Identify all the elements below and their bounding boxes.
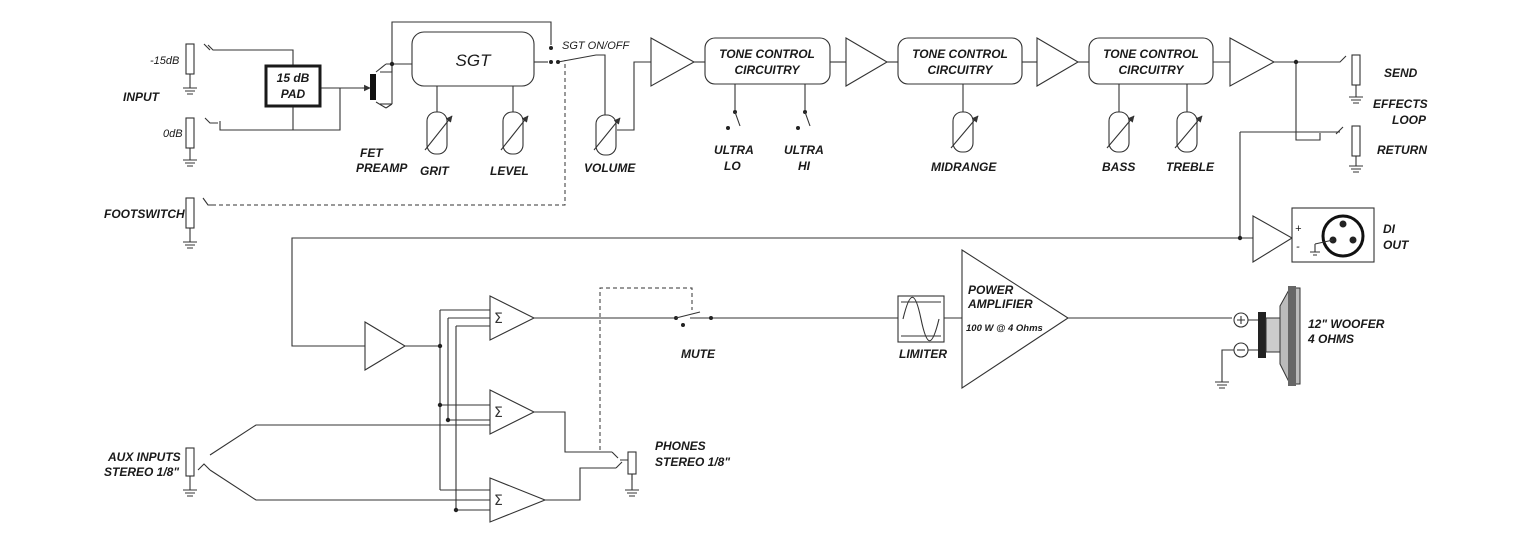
woofer-label-1: 12" WOOFER (1308, 317, 1385, 331)
ultra-lo-switch[interactable]: ULTRA LO (714, 110, 754, 173)
sigma-1: Σ (494, 311, 503, 327)
tone1-label-2: CIRCUITRY (734, 63, 800, 77)
node (437, 343, 443, 349)
volume-knob[interactable]: VOLUME (584, 114, 636, 175)
label-0db: 0dB (163, 128, 183, 140)
pad-label-1: 15 dB (277, 71, 310, 85)
power-label-1: POWER (968, 283, 1014, 297)
power-amplifier: POWER AMPLIFIER 100 W @ 4 Ohms (961, 248, 1070, 390)
fet-preamp: FET PREAMP (356, 63, 408, 175)
grit-label: GRIT (420, 164, 450, 178)
woofer-speaker (1233, 286, 1301, 386)
sigma-2: Σ (494, 405, 503, 421)
woofer-label-2: 4 OHMS (1307, 332, 1354, 346)
limiter-label: LIMITER (899, 347, 947, 361)
di-plus: + (1295, 223, 1302, 235)
di-out: + - DI OUT (1252, 207, 1410, 263)
effects-label-1: EFFECTS (1373, 97, 1428, 111)
pad-block: 15 dB PAD (264, 64, 322, 108)
node (453, 507, 459, 513)
limiter-block: LIMITER (897, 295, 947, 361)
sgt-label: SGT (456, 51, 493, 70)
input-jack-tip (203, 43, 211, 51)
return-label: RETURN (1377, 143, 1427, 157)
ultra-hi-switch[interactable]: ULTRA HI (784, 110, 824, 173)
tone3-label-2: CIRCUITRY (1118, 63, 1184, 77)
node (437, 402, 443, 408)
xlr-connector-icon[interactable] (1321, 214, 1365, 258)
di-label-2: OUT (1383, 238, 1410, 252)
pad-label-2: PAD (281, 87, 306, 101)
tone2-label-1: TONE CONTROL (912, 47, 1008, 61)
label-footswitch: FOOTSWITCH (104, 207, 185, 221)
sgt-block: SGT (411, 31, 535, 87)
aux-input-jack[interactable] (183, 447, 211, 497)
ultra-hi-label-1: ULTRA (784, 143, 824, 157)
summer-phones-right: Σ (489, 477, 547, 523)
di-label-1: DI (1383, 222, 1396, 236)
di-minus: - (1296, 241, 1300, 253)
power-label-2: AMPLIFIER (967, 297, 1033, 311)
phones-label-2: STEREO 1/8" (655, 455, 730, 469)
summer-phones-left: Σ (489, 389, 536, 435)
ultra-hi-label-2: HI (798, 159, 811, 173)
tone-control-2: TONE CONTROL CIRCUITRY (897, 37, 1023, 85)
mute-switch[interactable]: MUTE (674, 311, 716, 361)
label-minus15db: -15dB (150, 55, 179, 67)
summer-main: Σ (489, 295, 536, 341)
input-jack-0db[interactable] (183, 117, 197, 167)
bass-knob[interactable]: BASS (1102, 111, 1135, 174)
preamp-stage-3 (1036, 37, 1080, 87)
level-label: LEVEL (490, 164, 529, 178)
sgt-onoff-label: SGT ON/OFF (562, 40, 631, 52)
midrange-knob[interactable]: MIDRANGE (931, 111, 997, 174)
sigma-3: Σ (494, 493, 503, 509)
preamp-stage-1 (650, 37, 696, 87)
midrange-label: MIDRANGE (931, 160, 997, 174)
power-label-3: 100 W @ 4 Ohms (966, 323, 1043, 334)
bass-label: BASS (1102, 160, 1135, 174)
node (445, 417, 451, 423)
send-jack[interactable] (1349, 54, 1363, 104)
tone-control-3: TONE CONTROL CIRCUITRY (1088, 37, 1214, 85)
tone2-label-2: CIRCUITRY (927, 63, 993, 77)
aux-label-1: AUX INPUTS (107, 450, 181, 464)
phones-label-1: PHONES (655, 439, 706, 453)
aux-label-2: STEREO 1/8" (104, 465, 179, 479)
node (1293, 59, 1299, 65)
aux-mix-buffer (364, 321, 407, 371)
ultra-lo-label-1: ULTRA (714, 143, 754, 157)
input-jack-minus15db[interactable] (183, 43, 197, 95)
phones-jack[interactable] (611, 451, 639, 497)
treble-knob[interactable]: TREBLE (1166, 111, 1215, 174)
tone-control-1: TONE CONTROL CIRCUITRY (704, 37, 831, 85)
speaker-ground-icon (1215, 381, 1229, 389)
return-jack[interactable] (1349, 125, 1363, 173)
node (389, 61, 395, 67)
node (1237, 235, 1243, 241)
tone1-label-1: TONE CONTROL (719, 47, 815, 61)
sgt-switch[interactable]: SGT ON/OFF (549, 40, 631, 64)
volume-label: VOLUME (584, 161, 636, 175)
treble-label: TREBLE (1166, 160, 1215, 174)
grit-knob[interactable]: GRIT (420, 111, 453, 178)
signal-wires (202, 21, 1347, 511)
effects-label-2: LOOP (1392, 113, 1427, 127)
di-amp (1252, 215, 1294, 263)
preamp-stage-4 (1229, 37, 1276, 87)
mute-label: MUTE (681, 347, 716, 361)
preamp-stage-2 (845, 37, 889, 87)
level-knob[interactable]: LEVEL (490, 111, 529, 178)
fet-label-2: PREAMP (356, 161, 408, 175)
footswitch-jack[interactable] (183, 197, 197, 249)
fet-label-1: FET (360, 146, 384, 160)
label-input: INPUT (123, 90, 161, 104)
send-label: SEND (1384, 66, 1418, 80)
tone3-label-1: TONE CONTROL (1103, 47, 1199, 61)
ultra-lo-label-2: LO (724, 159, 741, 173)
